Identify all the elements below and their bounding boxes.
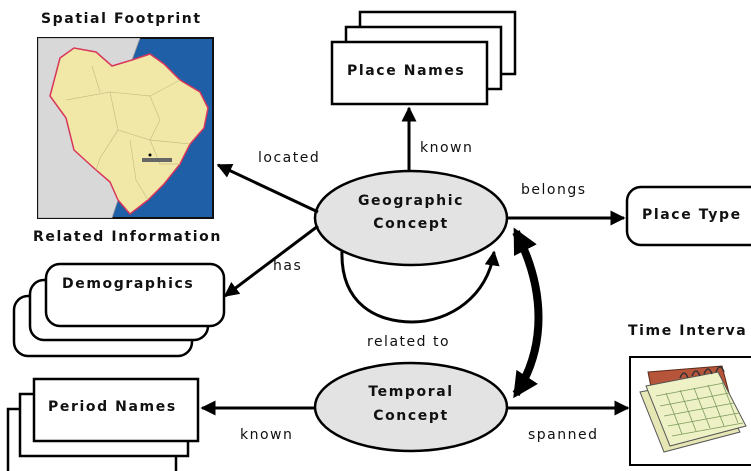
geo-temporal-edge (512, 227, 543, 399)
place-names-label: Place Names (347, 63, 466, 79)
related-information-label: Related Information (33, 229, 222, 245)
calendar-icon (629, 356, 751, 466)
temporal-concept-label-line2: Concept (373, 408, 449, 424)
located-edge (216, 163, 319, 214)
related-to-edge-label: related to (367, 334, 451, 350)
located-edge-label: located (258, 150, 321, 166)
place-type-node (625, 185, 751, 247)
geographic-concept-label-line2: Concept (373, 216, 449, 232)
belongs-edge-label: belongs (521, 182, 587, 198)
map-of-brazil-icon (37, 37, 214, 219)
spatial-footprint-label: Spatial Footprint (41, 11, 202, 27)
temporal-concept-label-line1: Temporal (368, 384, 454, 400)
has-edge-label: has (273, 258, 303, 274)
related-to-edge (340, 249, 500, 324)
period-names-label: Period Names (48, 399, 177, 415)
time-interval-label: Time Interva (628, 323, 748, 339)
geographic-concept-label-line1: Geographic (357, 193, 465, 209)
spanned-edge-label: spanned (528, 427, 599, 443)
known-top-edge-label: known (420, 140, 474, 156)
temporal-concept-node (313, 361, 509, 453)
demographics-node (12, 262, 226, 358)
place-names-node (330, 10, 517, 106)
place-type-label: Place Type (642, 207, 742, 223)
period-names-node (6, 377, 200, 471)
has-edge (223, 224, 319, 298)
demographics-label: Demographics (62, 276, 195, 292)
known-bottom-edge-label: known (240, 427, 294, 443)
